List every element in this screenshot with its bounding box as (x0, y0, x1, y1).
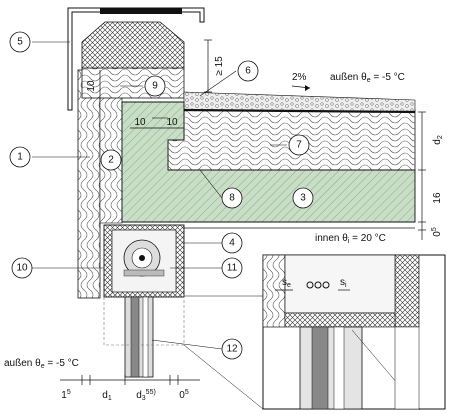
dim-se: se (282, 277, 291, 289)
callout-7: 7 (288, 134, 310, 156)
callout-6: 6 (237, 60, 259, 82)
callout-11: 11 (221, 257, 243, 279)
dim-step10a: 10 (134, 117, 146, 128)
svg-text:1: 1 (17, 152, 23, 163)
dim-d2: d2 (432, 135, 444, 145)
dim-si: si (340, 277, 347, 289)
window-frame (103, 294, 185, 378)
svg-text:2: 2 (108, 155, 114, 166)
svg-text:11: 11 (227, 263, 238, 274)
dim-b15: 15 (61, 389, 71, 401)
callout-10: 10 (11, 257, 33, 279)
gravel-layer (183, 91, 416, 114)
parapet-coping (67, 7, 205, 111)
svg-text:10: 10 (16, 263, 28, 274)
dim-step10b: 10 (166, 117, 178, 128)
svg-text:5: 5 (17, 37, 23, 48)
concrete-slab (121, 101, 416, 223)
svg-text:3: 3 (300, 193, 306, 204)
dim-e05: 05 (431, 227, 443, 237)
svg-text:7: 7 (296, 140, 302, 151)
svg-text:12: 12 (226, 344, 238, 355)
dim-d3: d355) (136, 389, 156, 402)
callout-8: 8 (221, 187, 243, 209)
slope-label: 2% (292, 72, 307, 83)
leader-lines (32, 41, 287, 350)
outside-temp-top: außen θe = -5 °C (330, 72, 405, 84)
outside-temp-bottom: außen θe = -5 °C (4, 358, 79, 370)
inside-temp: innen θi = 20 °C (315, 233, 386, 245)
svg-text:6: 6 (245, 66, 251, 77)
callout-1: 1 (9, 146, 31, 168)
callout-5: 5 (9, 31, 31, 53)
svg-text:9: 9 (152, 81, 158, 92)
detail-inset (262, 254, 446, 411)
dim-wall10: 10 (86, 80, 97, 92)
dim-min15: ≥ 15 (214, 56, 225, 76)
callout-4: 4 (221, 232, 243, 254)
svg-text:4: 4 (229, 238, 235, 249)
dim-b05: 05 (179, 389, 189, 401)
roller-shutter-box (103, 224, 185, 298)
svg-text:8: 8 (229, 193, 235, 204)
callout-3: 3 (292, 187, 314, 209)
parapet-insulation (81, 67, 185, 99)
dim-d1: d1 (102, 390, 112, 402)
callout-9: 9 (144, 75, 166, 97)
dimension-lines (60, 39, 426, 385)
dim-slab16: 16 (432, 192, 443, 204)
callout-2: 2 (100, 149, 122, 171)
callout-12: 12 (221, 338, 243, 360)
